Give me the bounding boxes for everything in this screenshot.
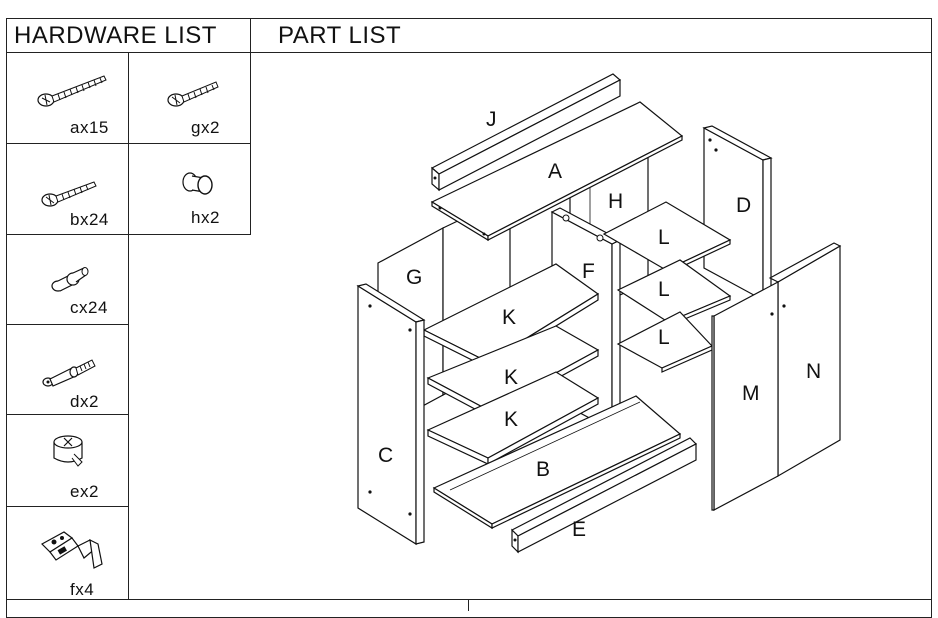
hardware-right-border — [250, 52, 251, 235]
part-label-h: H — [608, 190, 623, 213]
hardware-label-h: hx2 — [191, 208, 220, 227]
part-label-m: M — [742, 382, 760, 405]
header-divider — [6, 52, 932, 53]
hardware-label-b: bx24 — [70, 210, 109, 229]
hardware-label-f: fx4 — [70, 580, 95, 599]
part-c-panel — [357, 284, 417, 546]
part-list-title: PART LIST — [278, 22, 402, 49]
long-screw-icon — [37, 75, 107, 107]
screw-icon — [41, 181, 97, 207]
cam-bolt-icon — [42, 359, 96, 387]
hardware-label-a: ax15 — [70, 118, 109, 137]
part-label-k-1: K — [502, 306, 516, 329]
hardware-lower-column-border — [128, 234, 129, 600]
hardware-row-divider-4 — [6, 414, 128, 415]
header-column-divider — [250, 18, 251, 53]
footer-column-divider — [468, 599, 469, 611]
part-label-f: F — [582, 260, 595, 283]
knob-icon — [182, 172, 213, 195]
hardware-row-divider-5 — [6, 506, 128, 507]
footer-divider — [6, 599, 932, 600]
part-label-n: N — [806, 360, 821, 383]
part-label-k-2: K — [504, 366, 518, 389]
hardware-row-divider-3 — [6, 324, 128, 325]
hinge-icon — [41, 531, 103, 569]
part-label-k-3: K — [504, 408, 518, 431]
part-label-l-2: L — [658, 278, 670, 301]
hardware-label-c: cx24 — [70, 298, 108, 317]
part-label-c: C — [378, 444, 393, 467]
hardware-row-divider-1 — [6, 143, 250, 144]
hardware-label-g: gx2 — [191, 118, 220, 137]
dowel-pin-icon — [51, 267, 89, 292]
short-screw-icon — [167, 81, 219, 107]
cam-lock-icon — [53, 435, 83, 467]
part-label-e: E — [572, 518, 586, 541]
hardware-list-title: HARDWARE LIST — [14, 22, 217, 49]
part-label-l-3: L — [658, 326, 670, 349]
part-label-b: B — [536, 458, 550, 481]
part-label-g: G — [406, 266, 422, 289]
hardware-label-e: ex2 — [70, 482, 99, 501]
part-label-l-1: L — [658, 226, 670, 249]
part-label-d: D — [736, 194, 751, 217]
part-label-a: A — [548, 160, 562, 183]
hardware-label-d: dx2 — [70, 392, 99, 411]
part-label-j: J — [486, 108, 497, 131]
